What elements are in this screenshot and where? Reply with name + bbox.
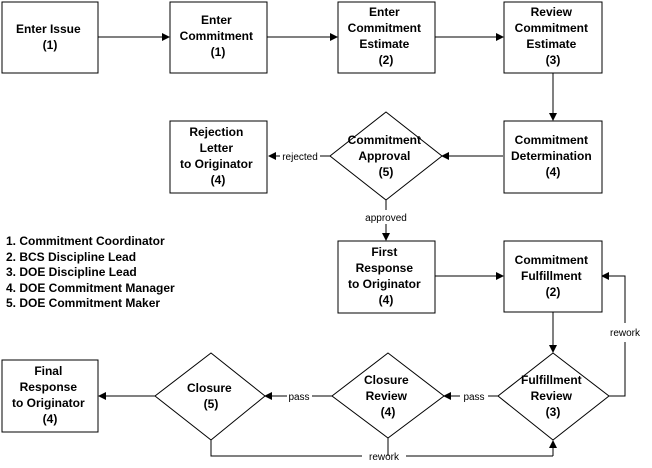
first-response-label: First Response to Originator (4): [348, 245, 424, 307]
enter-estimate-box[interactable]: [337, 1, 436, 74]
closure-label: Closure (5): [187, 381, 235, 411]
legend-item: 3. DOE Discipline Lead: [6, 265, 137, 279]
edge-rework-right-b: [601, 272, 626, 323]
role-legend: 1. Commitment Coordinator 2. BCS Discipl…: [6, 234, 175, 312]
review-estimate-box[interactable]: [503, 1, 603, 74]
first-response-box[interactable]: [337, 240, 436, 314]
edge-label-rework-bottom: rework: [369, 452, 400, 463]
fulfillment-box[interactable]: [503, 240, 603, 313]
fulfillment-review-label: Fulfillment Review (3): [521, 373, 585, 419]
closure-review-label: Closure Review (4): [364, 373, 412, 419]
enter-commitment-box[interactable]: [169, 1, 268, 74]
approval-diamond[interactable]: [329, 111, 443, 201]
edge-rework-bottom-a: [210, 440, 362, 457]
edge-label-pass-2: pass: [288, 392, 309, 403]
enter-estimate-label: Enter Commitment Estimate (2): [348, 5, 425, 67]
edge-label-rework-right: rework: [610, 328, 641, 339]
approval-label: Commitment Approval (5): [348, 133, 425, 179]
fulfillment-review-diamond[interactable]: [497, 352, 610, 441]
enter-commitment-label: Enter Commitment (1): [180, 13, 257, 59]
closure-diamond[interactable]: [154, 352, 266, 441]
final-response-label: Final Response to Originator (4): [12, 364, 88, 426]
closure-review-diamond[interactable]: [331, 352, 445, 439]
legend-item: 4. DOE Commitment Manager: [6, 280, 175, 295]
rejection-letter-box[interactable]: [169, 120, 268, 194]
edge-label-approved: approved: [365, 213, 407, 224]
fulfillment-label: Commitment Fulfillment (2): [515, 253, 592, 299]
legend-item: 2. BCS Discipline Lead: [6, 249, 137, 264]
final-response-box[interactable]: [1, 359, 99, 433]
determination-box[interactable]: [503, 120, 603, 194]
enter-issue-label: Enter Issue (1): [16, 22, 84, 52]
legend-item: 5. DOE Commitment Maker: [6, 296, 161, 310]
edge-label-rejected: rejected: [282, 152, 318, 163]
edge-label-pass-1: pass: [463, 392, 484, 403]
enter-issue-box[interactable]: [1, 1, 99, 74]
determination-label: Commitment Determination (4): [511, 133, 595, 179]
legend-item: 1. Commitment Coordinator: [6, 234, 165, 248]
edge-rework-right-a: [609, 342, 626, 397]
connectors: [98, 33, 626, 457]
rejection-letter-label: Rejection Letter to Originator (4): [180, 125, 256, 187]
review-estimate-label: Review Commitment Estimate (3): [515, 5, 592, 67]
